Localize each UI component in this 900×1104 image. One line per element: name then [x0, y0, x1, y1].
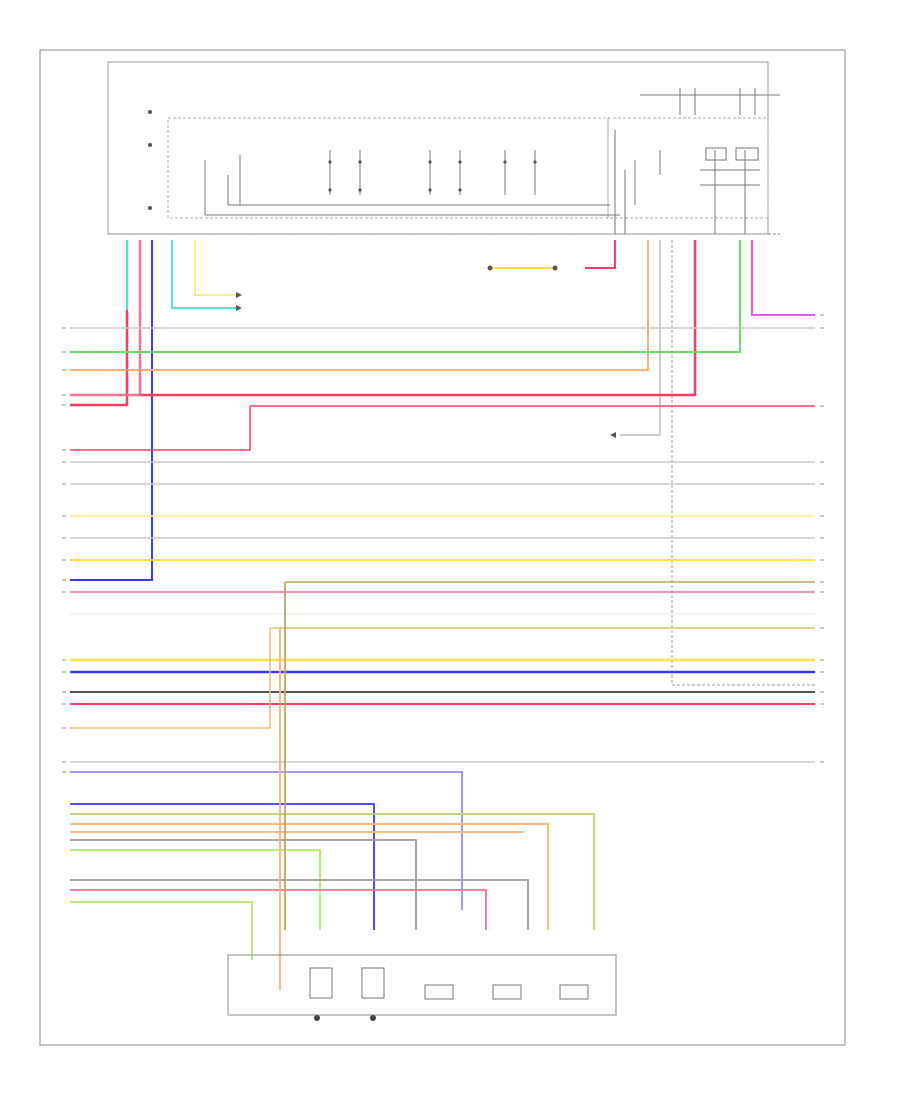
left-connector-pins — [62, 327, 66, 773]
speed-sensor-connector — [640, 88, 780, 115]
right-connector-pins — [820, 314, 824, 763]
fuse-symbol — [236, 265, 616, 438]
solenoid-pack — [227, 954, 617, 1021]
harness-wires — [70, 327, 815, 910]
control-module — [107, 61, 780, 235]
page-border — [39, 49, 846, 1046]
module-connector-wires — [70, 240, 815, 685]
solenoid-feed-wires — [70, 582, 595, 990]
